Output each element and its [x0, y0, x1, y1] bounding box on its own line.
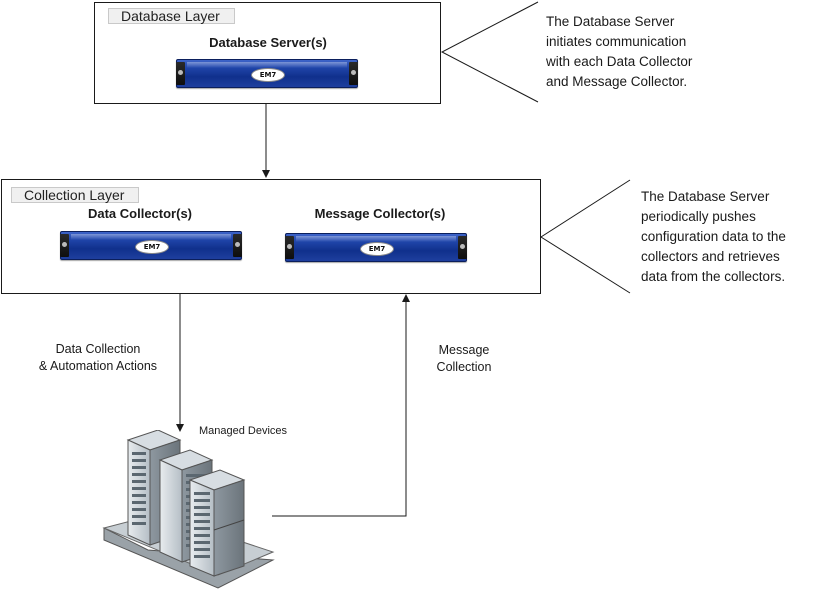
server-rack-icon: [102, 430, 275, 589]
server-highlight: [71, 234, 231, 240]
managed-devices-label: Managed Devices: [199, 425, 288, 437]
message-collection-arrow: [272, 294, 410, 517]
message-collection-label: Message Collection: [414, 342, 514, 376]
callout-line: data from the collectors.: [641, 269, 786, 284]
collection-layer-tag: Collection Layer: [11, 187, 139, 203]
rack-ear-right: [458, 236, 467, 259]
em7-logo: EM7: [135, 239, 169, 254]
message-collector-appliance: EM7: [285, 233, 467, 262]
flow-label-line: Collection: [436, 360, 492, 374]
data-collection-label: Data Collection & Automation Actions: [28, 341, 168, 375]
flow-label-line: & Automation Actions: [38, 359, 158, 373]
callout-line: periodically pushes: [641, 209, 756, 224]
em7-logo: EM7: [251, 67, 285, 82]
callout-line: The Database Server: [546, 14, 675, 29]
database-server-heading: Database Server(s): [209, 35, 327, 50]
server-highlight: [187, 62, 347, 68]
middle-callout-text: The Database Server periodically pushes …: [641, 187, 786, 287]
rack-ear-left: [176, 62, 185, 85]
flow-label-line: Message: [438, 343, 490, 357]
rack-ear-left: [285, 236, 294, 259]
callout-line: with each Data Collector: [546, 54, 693, 69]
callout-line: collectors and retrieves: [641, 249, 780, 264]
data-collector-appliance: EM7: [60, 231, 242, 260]
rack-ear-left: [60, 234, 69, 257]
message-collector-heading: Message Collector(s): [314, 206, 446, 221]
rack-unit: [188, 469, 246, 577]
callout-line: The Database Server: [641, 189, 770, 204]
callout-line: and Message Collector.: [546, 74, 688, 89]
top-callout-text: The Database Server initiates communicat…: [546, 12, 692, 92]
data-collector-heading: Data Collector(s): [87, 206, 193, 221]
server-highlight: [296, 236, 456, 242]
database-layer-tag: Database Layer: [108, 8, 235, 24]
em7-logo: EM7: [360, 241, 394, 256]
middle-callout-pointer: [540, 179, 631, 294]
callout-line: initiates communication: [546, 34, 687, 49]
flow-label-line: Data Collection: [55, 342, 141, 356]
rack-ear-right: [349, 62, 358, 85]
top-callout-pointer: [440, 1, 539, 103]
rack-ear-right: [233, 234, 242, 257]
callout-line: configuration data to the: [641, 229, 786, 244]
database-server-appliance: EM7: [176, 59, 358, 88]
